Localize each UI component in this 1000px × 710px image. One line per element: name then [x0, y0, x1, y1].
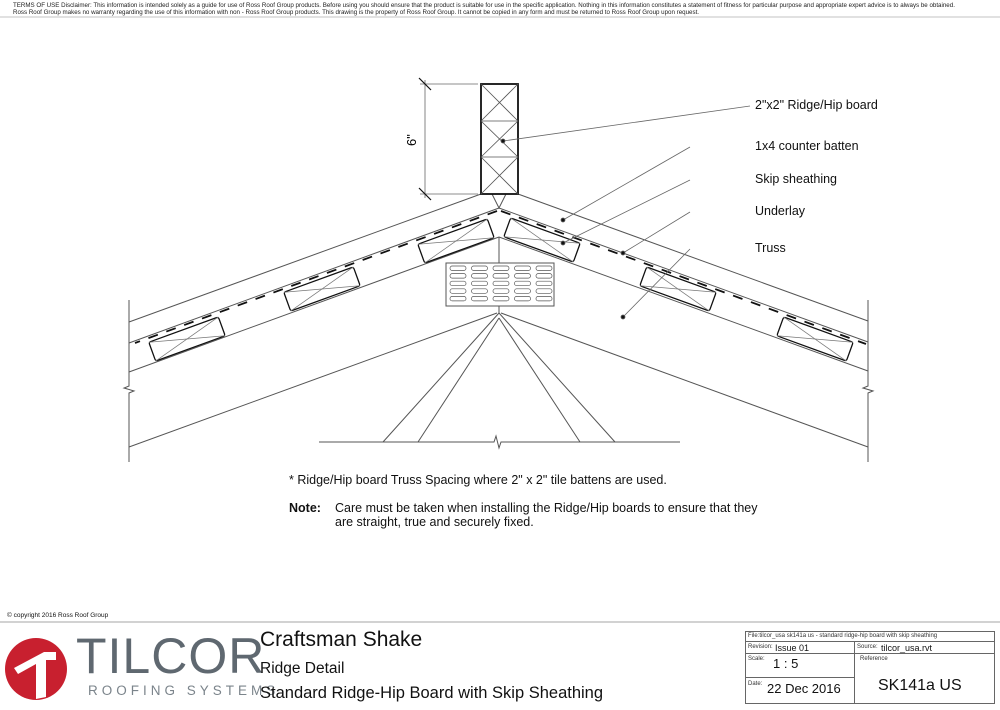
reference-label: Reference — [860, 656, 888, 662]
nail-plate-slot — [492, 273, 510, 279]
note-line-1: Care must be taken when installing the R… — [335, 501, 758, 515]
nail-plate-slot — [492, 265, 510, 271]
nail-plate — [445, 262, 555, 307]
label-ridge-hip-board: 2"x2" Ridge/Hip board — [755, 98, 878, 112]
copyright: © copyright 2016 Ross Roof Group — [7, 612, 109, 619]
disclaimer-line-1: TERMS OF USE Disclaimer: This informatio… — [13, 2, 955, 9]
revision-label: Revision: — [748, 644, 773, 650]
scale-value: 1 : 5 — [773, 656, 799, 671]
drawing-description: Standard Ridge-Hip Board with Skip Sheat… — [260, 684, 604, 702]
dimension-label: 6" — [404, 134, 419, 146]
nail-plate-slot — [535, 288, 553, 294]
nail-plate-slot — [535, 273, 553, 279]
nail-plate-slot — [471, 273, 488, 279]
nail-plate-slot — [514, 296, 531, 302]
nail-plate-slot — [471, 265, 488, 271]
underlay-dashed-line — [134, 210, 867, 345]
logo-subtext: ROOFING SYSTEMS — [88, 683, 280, 698]
nail-plate-slot — [514, 280, 531, 287]
nail-plate-slot — [471, 296, 488, 302]
rafter-lines — [122, 193, 875, 462]
nail-plate-slot — [492, 288, 510, 294]
footnote: * Ridge/Hip board Truss Spacing where 2"… — [289, 473, 667, 487]
nail-plate-slot — [514, 288, 531, 294]
nail-plate-slot — [471, 288, 488, 294]
counter-batten — [776, 316, 854, 362]
date-label: Date: — [748, 681, 763, 687]
file-value: File:tilcor_usa sk141a us - standard rid… — [748, 633, 938, 639]
nail-plate-slot — [535, 296, 553, 302]
nail-plate-slot — [514, 265, 531, 271]
ridge-board — [480, 83, 519, 195]
counter-battens — [148, 217, 854, 362]
nail-plate-slot — [535, 280, 553, 287]
nail-plate-slot — [471, 280, 488, 287]
nail-plate-slot — [449, 296, 467, 302]
reference-value: SK141a US — [878, 677, 962, 694]
drawing-title: Craftsman Shake — [260, 628, 423, 651]
counter-batten — [148, 316, 226, 362]
counter-batten — [417, 218, 495, 264]
counter-batten — [283, 266, 361, 312]
date-value: 22 Dec 2016 — [767, 681, 841, 696]
logo-text: TILCOR — [76, 628, 266, 684]
disclaimer-line-2: Ross Roof Group makes no warranty regard… — [13, 9, 700, 16]
source-label: Source: — [857, 644, 878, 650]
nail-plate-slot — [492, 296, 510, 302]
nail-plate-slot — [449, 273, 467, 279]
counter-batten — [503, 217, 581, 263]
nail-plate-slot — [514, 273, 531, 279]
nail-plate-slot — [449, 288, 467, 294]
label-underlay: Underlay — [755, 204, 806, 218]
nail-plate-slot — [449, 265, 467, 271]
note-label: Note: — [289, 501, 321, 515]
nail-plate-slot — [535, 265, 553, 271]
tilcor-logo-icon — [5, 638, 67, 700]
label-counter-batten: 1x4 counter batten — [755, 139, 859, 153]
label-skip-sheathing: Skip sheathing — [755, 172, 838, 186]
revision-value: Issue 01 — [775, 643, 810, 653]
note-line-2: are straight, true and securely fixed. — [335, 515, 534, 529]
source-value: tilcor_usa.rvt — [881, 643, 933, 653]
scale-label: Scale: — [748, 656, 765, 662]
leader-lines — [500, 105, 751, 320]
counter-batten — [639, 266, 717, 312]
nail-plate-slot — [449, 280, 467, 287]
label-truss: Truss — [755, 241, 786, 255]
drawing-subtitle: Ridge Detail — [260, 660, 345, 677]
dimension-6in — [418, 77, 478, 201]
nail-plate-slot — [492, 280, 510, 287]
